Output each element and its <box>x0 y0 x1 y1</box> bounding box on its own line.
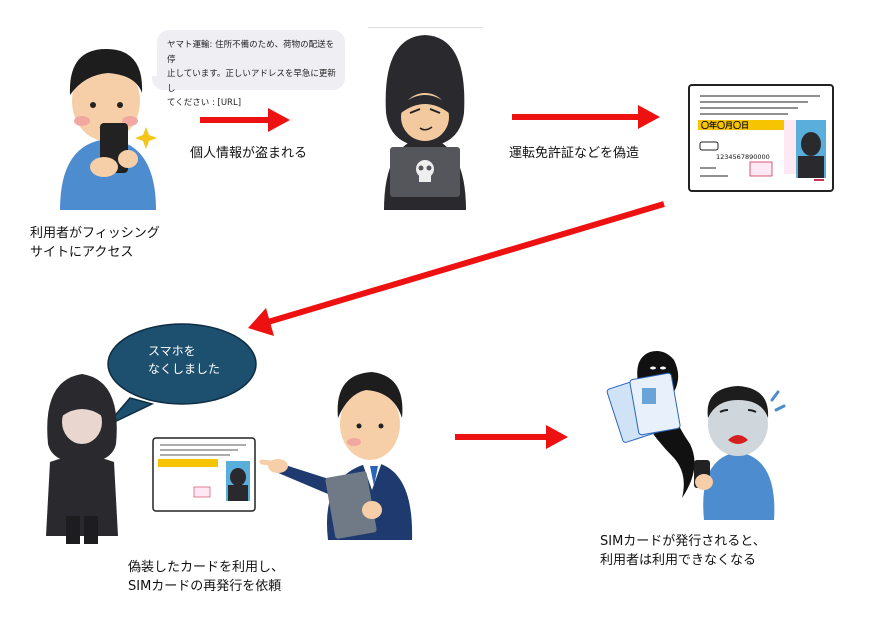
sms-line: 止しています。正しいアドレスを早急に更新し <box>167 69 336 94</box>
arrow-to-impostor <box>248 201 665 336</box>
arrow-sim-issued <box>455 425 568 449</box>
forged-license-card-small-illustration <box>152 437 256 512</box>
caption-line: 偽装したカードを利用し、 <box>128 560 285 575</box>
license-date: 〇年〇月〇日 <box>701 121 749 130</box>
caption-line: サイトにアクセス <box>30 245 134 260</box>
user-with-phone-illustration <box>60 49 157 210</box>
forged-license-card-illustration <box>688 84 834 192</box>
speech-line: なくしました <box>148 362 221 376</box>
caption-forge-license: 運転免許証などを偽造 <box>509 146 640 161</box>
hacker-with-laptop-illustration <box>384 35 466 210</box>
caption-sim-issued: SIMカードが発行されると、 利用者は利用できなくなる <box>600 532 766 570</box>
license-number: 1234567890000 <box>716 153 770 161</box>
impostor-illustration <box>46 374 118 544</box>
caption-line: SIMカードが発行されると、 <box>600 534 766 549</box>
caption-use-card: 偽装したカードを利用し、 SIMカードの再発行を依頼 <box>128 558 284 596</box>
caption-line: 利用者は利用できなくなる <box>600 553 757 568</box>
arrow-info-stolen <box>200 108 290 132</box>
caption-line: 利用者がフィッシング <box>30 226 160 241</box>
sms-line: ヤマト運輸: 住所不備のため、荷物の配送を停 <box>167 40 335 65</box>
caption-user-access: 利用者がフィッシング サイトにアクセス <box>30 224 160 262</box>
speech-line: スマホを <box>148 344 196 358</box>
caption-line: SIMカードの再発行を依頼 <box>128 579 282 594</box>
arrow-forge-license <box>512 105 660 129</box>
divider-line <box>368 27 483 28</box>
sms-message: ヤマト運輸: 住所不備のため、荷物の配送を停 止しています。正しいアドレスを早急… <box>157 30 345 108</box>
sms-line: てください : [URL] <box>167 98 242 108</box>
caption-info-stolen: 個人情報が盗まれる <box>190 146 308 161</box>
speech-bubble <box>105 323 257 427</box>
victim-with-ghost-illustration <box>606 351 786 520</box>
shop-clerk-illustration <box>259 372 413 540</box>
